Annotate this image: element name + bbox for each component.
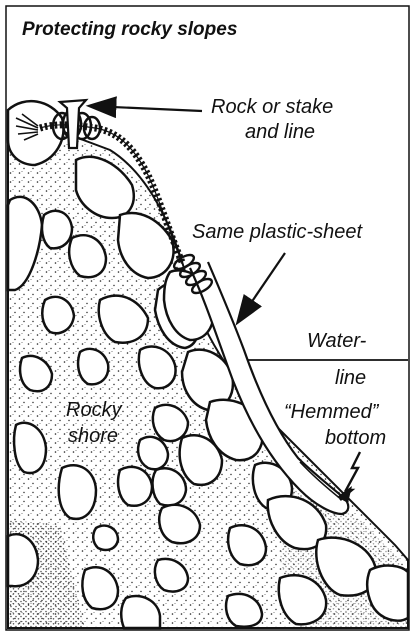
label-rock-stake-line2: and line: [245, 121, 315, 143]
label-waterline-line2: line: [335, 367, 366, 389]
label-hemmed-bottom-line1: “Hemmed”: [284, 401, 378, 423]
arrow-plastic-sheet: [238, 253, 285, 322]
arrow-rock-stake: [90, 106, 202, 111]
label-rock-stake-line1: Rock or stake: [211, 96, 333, 118]
diagram-title: Protecting rocky slopes: [22, 19, 237, 41]
label-rocky-shore-line2: shore: [68, 425, 118, 447]
label-plastic-sheet: Same plastic-sheet: [192, 221, 362, 243]
label-hemmed-bottom-line2: bottom: [325, 427, 386, 449]
label-waterline-line1: Water-: [307, 330, 366, 352]
label-rocky-shore-line1: Rocky: [66, 399, 122, 421]
